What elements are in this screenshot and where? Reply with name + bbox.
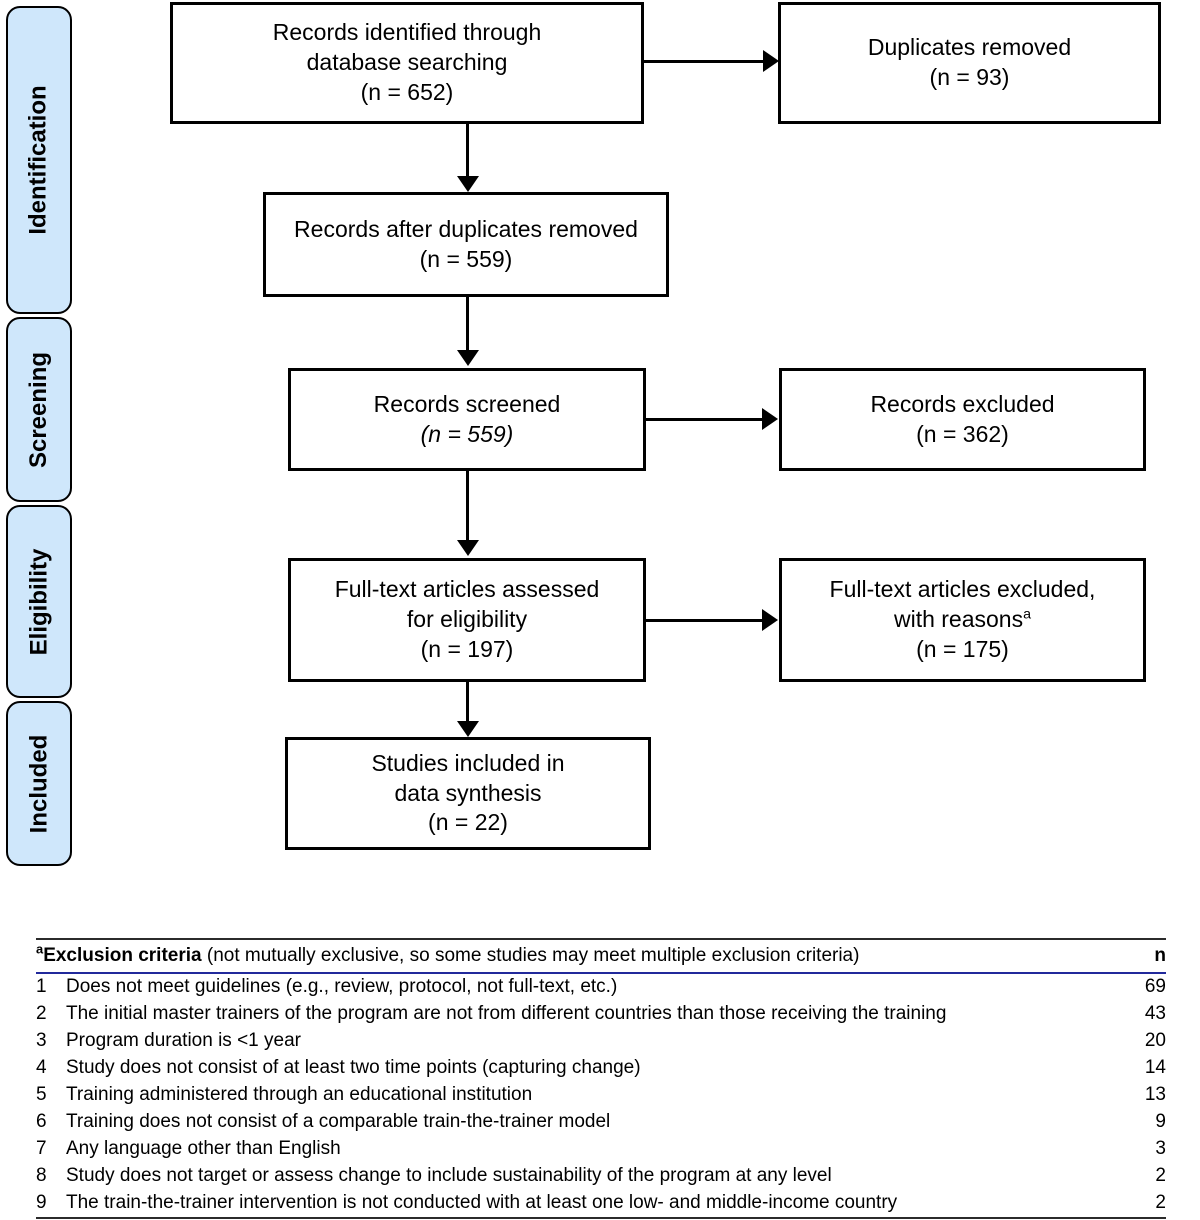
table-header-row: aExclusion criteria (not mutually exclus… [36, 939, 1166, 973]
box-records-identified-line2: database searching [306, 49, 508, 76]
box-fulltext-assessed: Full-text articles assessed for eligibil… [288, 558, 646, 682]
box-duplicates-removed-line2: (n = 93) [929, 64, 1010, 90]
table-row: 7 Any language other than English 3 [36, 1136, 1166, 1163]
box-fulltext-assessed-line1: Full-text articles assessed [334, 576, 600, 603]
box-records-identified-line1: Records identified through [272, 19, 542, 46]
box-duplicates-removed-line1: Duplicates removed [867, 34, 1072, 61]
exclusion-criteria-table-body: 1 Does not meet guidelines (e.g., review,… [36, 973, 1166, 1218]
stage-label-eligibility-text: Eligibility [25, 548, 52, 655]
box-fulltext-excluded-line1: Full-text articles excluded, [829, 576, 1096, 603]
table-header-criteria-note: (not mutually exclusive, so some studies… [201, 945, 860, 966]
prisma-flow-diagram: Identification Screening Eligibility Inc… [6, 2, 1161, 866]
box-records-excluded-line2: (n = 362) [916, 420, 1009, 447]
criteria-row-text: The train-the-trainer intervention is no… [66, 1192, 898, 1213]
box-records-screened-line1: Records screened [373, 390, 561, 417]
criteria-row-count: 14 [1144, 1057, 1166, 1078]
criteria-row-text: Training does not consist of a comparabl… [66, 1111, 611, 1132]
criteria-row-number: 5 [36, 1084, 47, 1105]
stage-label-included-text: Included [25, 734, 53, 833]
box-fulltext-assessed-line2: for eligibility [406, 606, 528, 633]
box-records-after-duplicates-line2: (n = 559) [419, 245, 513, 272]
box-studies-included-line3: (n = 22) [428, 809, 508, 836]
exclusion-criteria-table-head: aExclusion criteria (not mutually exclus… [36, 939, 1166, 973]
arrowhead-screened-to-excluded [762, 408, 778, 430]
criteria-row-number: 2 [36, 1003, 47, 1024]
arrowhead-identified-to-after-duplicates [457, 176, 479, 192]
box-fulltext-excluded-line2-text: with reasons [893, 606, 1024, 633]
arrowhead-identified-to-duplicates [763, 50, 779, 72]
connector-screened-to-excluded [645, 418, 765, 421]
box-records-identified: Records identified through database sear… [170, 2, 644, 124]
arrowhead-screened-to-fulltext [457, 540, 479, 556]
stage-label-screening: Screening [6, 317, 72, 502]
arrowhead-after-duplicates-to-screened [457, 350, 479, 366]
criteria-row-number: 4 [36, 1057, 47, 1078]
criteria-row-text: Does not meet guidelines (e.g., review, … [66, 976, 618, 997]
box-records-screened: Records screened (n = 559) [288, 368, 646, 471]
connector-fulltext-to-included [466, 682, 469, 724]
criteria-row-count: 13 [1144, 1084, 1166, 1105]
criteria-row-text: Training administered through an educati… [66, 1084, 533, 1105]
criteria-row-number: 6 [36, 1111, 47, 1132]
table-row: 6 Training does not consist of a comparab… [36, 1109, 1166, 1136]
box-records-identified-line3: (n = 652) [360, 78, 454, 105]
table-row: 3 Program duration is <1 year 20 [36, 1028, 1166, 1055]
arrowhead-fulltext-to-excluded [762, 609, 778, 631]
criteria-row-text: Study does not consist of at least two t… [66, 1057, 641, 1078]
criteria-row-number: 7 [36, 1138, 47, 1159]
criteria-row-text: The initial master trainers of the progr… [66, 1003, 947, 1024]
connector-identified-to-duplicates [643, 60, 767, 63]
criteria-row-number: 3 [36, 1030, 47, 1051]
stage-label-screening-text: Screening [25, 351, 53, 468]
box-studies-included: Studies included in data synthesis (n = … [285, 737, 651, 850]
connector-fulltext-to-excluded [645, 619, 765, 622]
connector-after-duplicates-to-screened [466, 297, 469, 353]
table-row: 2 The initial master trainers of the prog… [36, 1001, 1166, 1028]
box-records-excluded: Records excluded (n = 362) [779, 368, 1146, 471]
connector-identified-to-after-duplicates [466, 124, 469, 180]
box-records-screened-line2: (n = 559) [420, 420, 514, 447]
table-header-n: n [1154, 945, 1166, 966]
box-records-after-duplicates: Records after duplicates removed (n = 55… [263, 192, 669, 297]
criteria-row-count: 3 [1155, 1138, 1166, 1159]
exclusion-criteria-table: aExclusion criteria (not mutually exclus… [36, 938, 1166, 1219]
arrowhead-fulltext-to-included [457, 721, 479, 737]
box-studies-included-line1: Studies included in [371, 749, 565, 776]
table-header-footnote-marker: a [36, 941, 44, 957]
criteria-row-number: 8 [36, 1165, 47, 1186]
box-fulltext-excluded: Full-text articles excluded, with reason… [779, 558, 1146, 682]
box-duplicates-removed: Duplicates removed (n = 93) [778, 2, 1161, 124]
criteria-row-text: Study does not target or assess change t… [66, 1165, 832, 1186]
criteria-row-number: 9 [36, 1192, 47, 1213]
box-fulltext-excluded-line2: with reasonsa [894, 605, 1031, 635]
stage-label-eligibility: Eligibility [6, 505, 72, 698]
criteria-row-count: 2 [1155, 1192, 1166, 1213]
criteria-row-count: 9 [1155, 1111, 1166, 1132]
stage-label-identification: Identification [6, 6, 72, 314]
stage-label-included: Included [6, 701, 72, 866]
box-records-excluded-line1: Records excluded [870, 390, 1055, 417]
criteria-row-count: 43 [1144, 1003, 1166, 1024]
table-header-criteria: aExclusion criteria (not mutually exclus… [36, 939, 1108, 973]
criteria-row-count: 20 [1144, 1030, 1166, 1051]
criteria-row-text: Program duration is <1 year [66, 1030, 301, 1051]
box-fulltext-assessed-line3: (n = 197) [420, 635, 514, 662]
stage-label-identification-text: Identification [25, 85, 52, 235]
table-row: 4 Study does not consist of at least two … [36, 1055, 1166, 1082]
table-header-criteria-label: Exclusion criteria [43, 945, 202, 966]
footnote-marker-a: a [1023, 606, 1032, 623]
box-fulltext-excluded-line3: (n = 175) [916, 635, 1009, 662]
table-row: 8 Study does not target or assess change … [36, 1163, 1166, 1190]
criteria-row-count: 69 [1144, 976, 1166, 997]
criteria-row-text: Any language other than English [66, 1138, 341, 1159]
criteria-row-number: 1 [36, 976, 47, 997]
table-row: 1 Does not meet guidelines (e.g., review,… [36, 973, 1166, 1001]
box-studies-included-line2: data synthesis [394, 779, 542, 806]
criteria-row-count: 2 [1155, 1165, 1166, 1186]
table-row: 5 Training administered through an educat… [36, 1082, 1166, 1109]
connector-screened-to-fulltext [466, 471, 469, 543]
table-row: 9 The train-the-trainer intervention is n… [36, 1190, 1166, 1218]
box-records-after-duplicates-line1: Records after duplicates removed [294, 215, 638, 242]
